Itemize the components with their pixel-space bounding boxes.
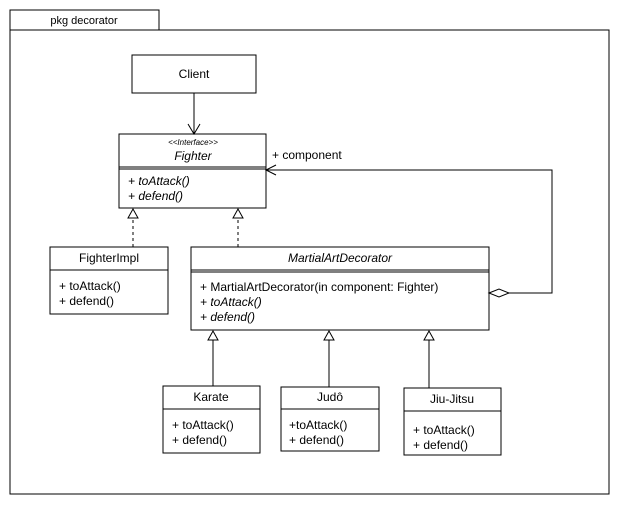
jiu-jitsu-class[interactable]: Jiu-Jitsu + toAttack() + defend() bbox=[403, 387, 502, 456]
jiu-jitsu-method-defend: + defend() bbox=[413, 438, 468, 452]
hollow-diamond-icon bbox=[487, 288, 511, 298]
fighter-method-defend: + defend() bbox=[128, 189, 183, 203]
jiu-jitsu-box bbox=[403, 387, 502, 456]
judo-box bbox=[280, 386, 380, 452]
hollow-triangle-icon bbox=[127, 207, 139, 219]
fighter-box bbox=[118, 133, 267, 209]
jiu-jitsu-generalization bbox=[423, 329, 435, 388]
arrow-head-icon bbox=[187, 123, 201, 135]
component-aggregation: + component bbox=[264, 148, 553, 298]
package-label: pkg decorator bbox=[50, 15, 118, 27]
component-role-label: + component bbox=[272, 148, 342, 162]
fighter-impl-class[interactable]: FighterImpl + toAttack() + defend() bbox=[49, 246, 169, 315]
martial-art-decorator-method-to-attack: + toAttack() bbox=[200, 295, 262, 309]
jiu-jitsu-method-to-attack: + toAttack() bbox=[413, 423, 475, 437]
fighter-impl-method-to-attack: + toAttack() bbox=[59, 279, 121, 293]
hollow-triangle-icon bbox=[232, 207, 244, 219]
hollow-triangle-icon bbox=[423, 329, 435, 341]
judo-method-to-attack: +toAttack() bbox=[289, 418, 347, 432]
judo-method-defend: + defend() bbox=[289, 433, 344, 447]
karate-generalization bbox=[207, 329, 219, 386]
hollow-triangle-icon bbox=[207, 329, 219, 341]
fighter-stereotype: <<Interface>> bbox=[168, 138, 218, 147]
arrow-head-icon bbox=[264, 164, 277, 176]
package-frame: pkg decorator bbox=[9, 9, 610, 495]
hollow-triangle-icon bbox=[323, 329, 335, 341]
martial-art-decorator-constructor: + MartialArtDecorator(in component: Figh… bbox=[200, 280, 438, 294]
client-name: Client bbox=[179, 67, 210, 81]
karate-name: Karate bbox=[193, 390, 229, 404]
client-class[interactable]: Client bbox=[131, 54, 257, 94]
fighter-interface[interactable]: <<Interface>> Fighter + toAttack() + def… bbox=[118, 133, 267, 209]
fighter-impl-box bbox=[49, 246, 169, 315]
martial-art-decorator-name: MartialArtDecorator bbox=[288, 251, 393, 265]
decorator-realization bbox=[232, 207, 244, 247]
karate-box bbox=[162, 385, 261, 454]
judo-generalization bbox=[323, 329, 335, 387]
package-body bbox=[9, 29, 610, 495]
karate-class[interactable]: Karate + toAttack() + defend() bbox=[162, 385, 261, 454]
karate-method-defend: + defend() bbox=[172, 433, 227, 447]
karate-method-to-attack: + toAttack() bbox=[172, 418, 234, 432]
client-fighter-dependency bbox=[187, 93, 201, 135]
judo-class[interactable]: Judô +toAttack() + defend() bbox=[280, 386, 380, 452]
fighter-impl-name: FighterImpl bbox=[79, 251, 139, 265]
fighter-method-to-attack: + toAttack() bbox=[128, 174, 190, 188]
fighter-impl-realization bbox=[127, 207, 139, 247]
judo-name: Judô bbox=[317, 390, 343, 404]
martial-art-decorator-method-defend: + defend() bbox=[200, 310, 255, 324]
martial-art-decorator-box bbox=[190, 246, 490, 331]
fighter-impl-method-defend: + defend() bbox=[59, 294, 114, 308]
jiu-jitsu-name: Jiu-Jitsu bbox=[430, 392, 474, 406]
fighter-name: Fighter bbox=[174, 149, 212, 163]
martial-art-decorator-class[interactable]: MartialArtDecorator + MartialArtDecorato… bbox=[190, 246, 490, 331]
